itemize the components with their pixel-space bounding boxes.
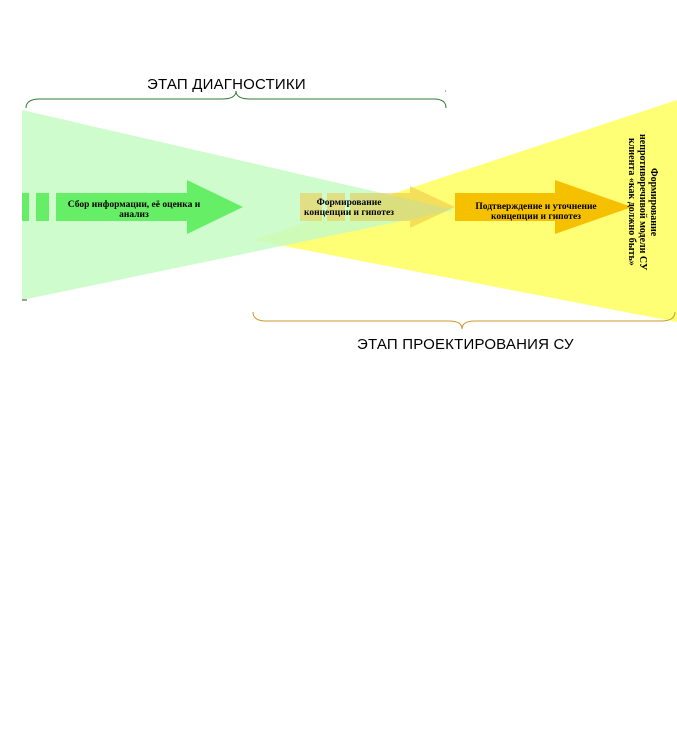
step-form-concept-line2: концепции и гипотез (304, 208, 394, 218)
result-line1: Формирование (648, 167, 659, 237)
result-model-label: Формирование непротиворечивой модели СУ … (626, 132, 659, 272)
design-stage-label: ЭТАП ПРОЕКТИРОВАНИЯ СУ (357, 336, 574, 353)
result-line2: непротиворечивой модели СУ (637, 133, 648, 271)
step-form-concept-label: Формирование концепции и гипотез (288, 198, 410, 218)
diagnostics-stage-label: ЭТАП ДИАГНОСТИКИ (147, 76, 306, 93)
step-confirm-concept-label: Подтверждение и уточнение концепции и ги… (458, 202, 614, 222)
step-confirm-concept-line2: концепции и гипотез (491, 212, 581, 222)
step-form-concept-line1: Формирование (316, 198, 382, 208)
middle-process-arrow (300, 186, 455, 228)
result-line3: клиента «как должно быть» (626, 138, 637, 266)
step-collect-info-line1: Сбор информации, её оценка и (67, 200, 201, 210)
step-confirm-concept-line1: Подтверждение и уточнение (475, 202, 597, 212)
diagnostics-brace (25, 90, 447, 109)
green-process-arrow (22, 180, 243, 234)
design-brace (252, 311, 676, 330)
orange-process-arrow (455, 180, 632, 234)
step-collect-info-label: Сбор информации, её оценка и анализ (54, 200, 214, 220)
step-collect-info-line2: анализ (119, 210, 149, 220)
